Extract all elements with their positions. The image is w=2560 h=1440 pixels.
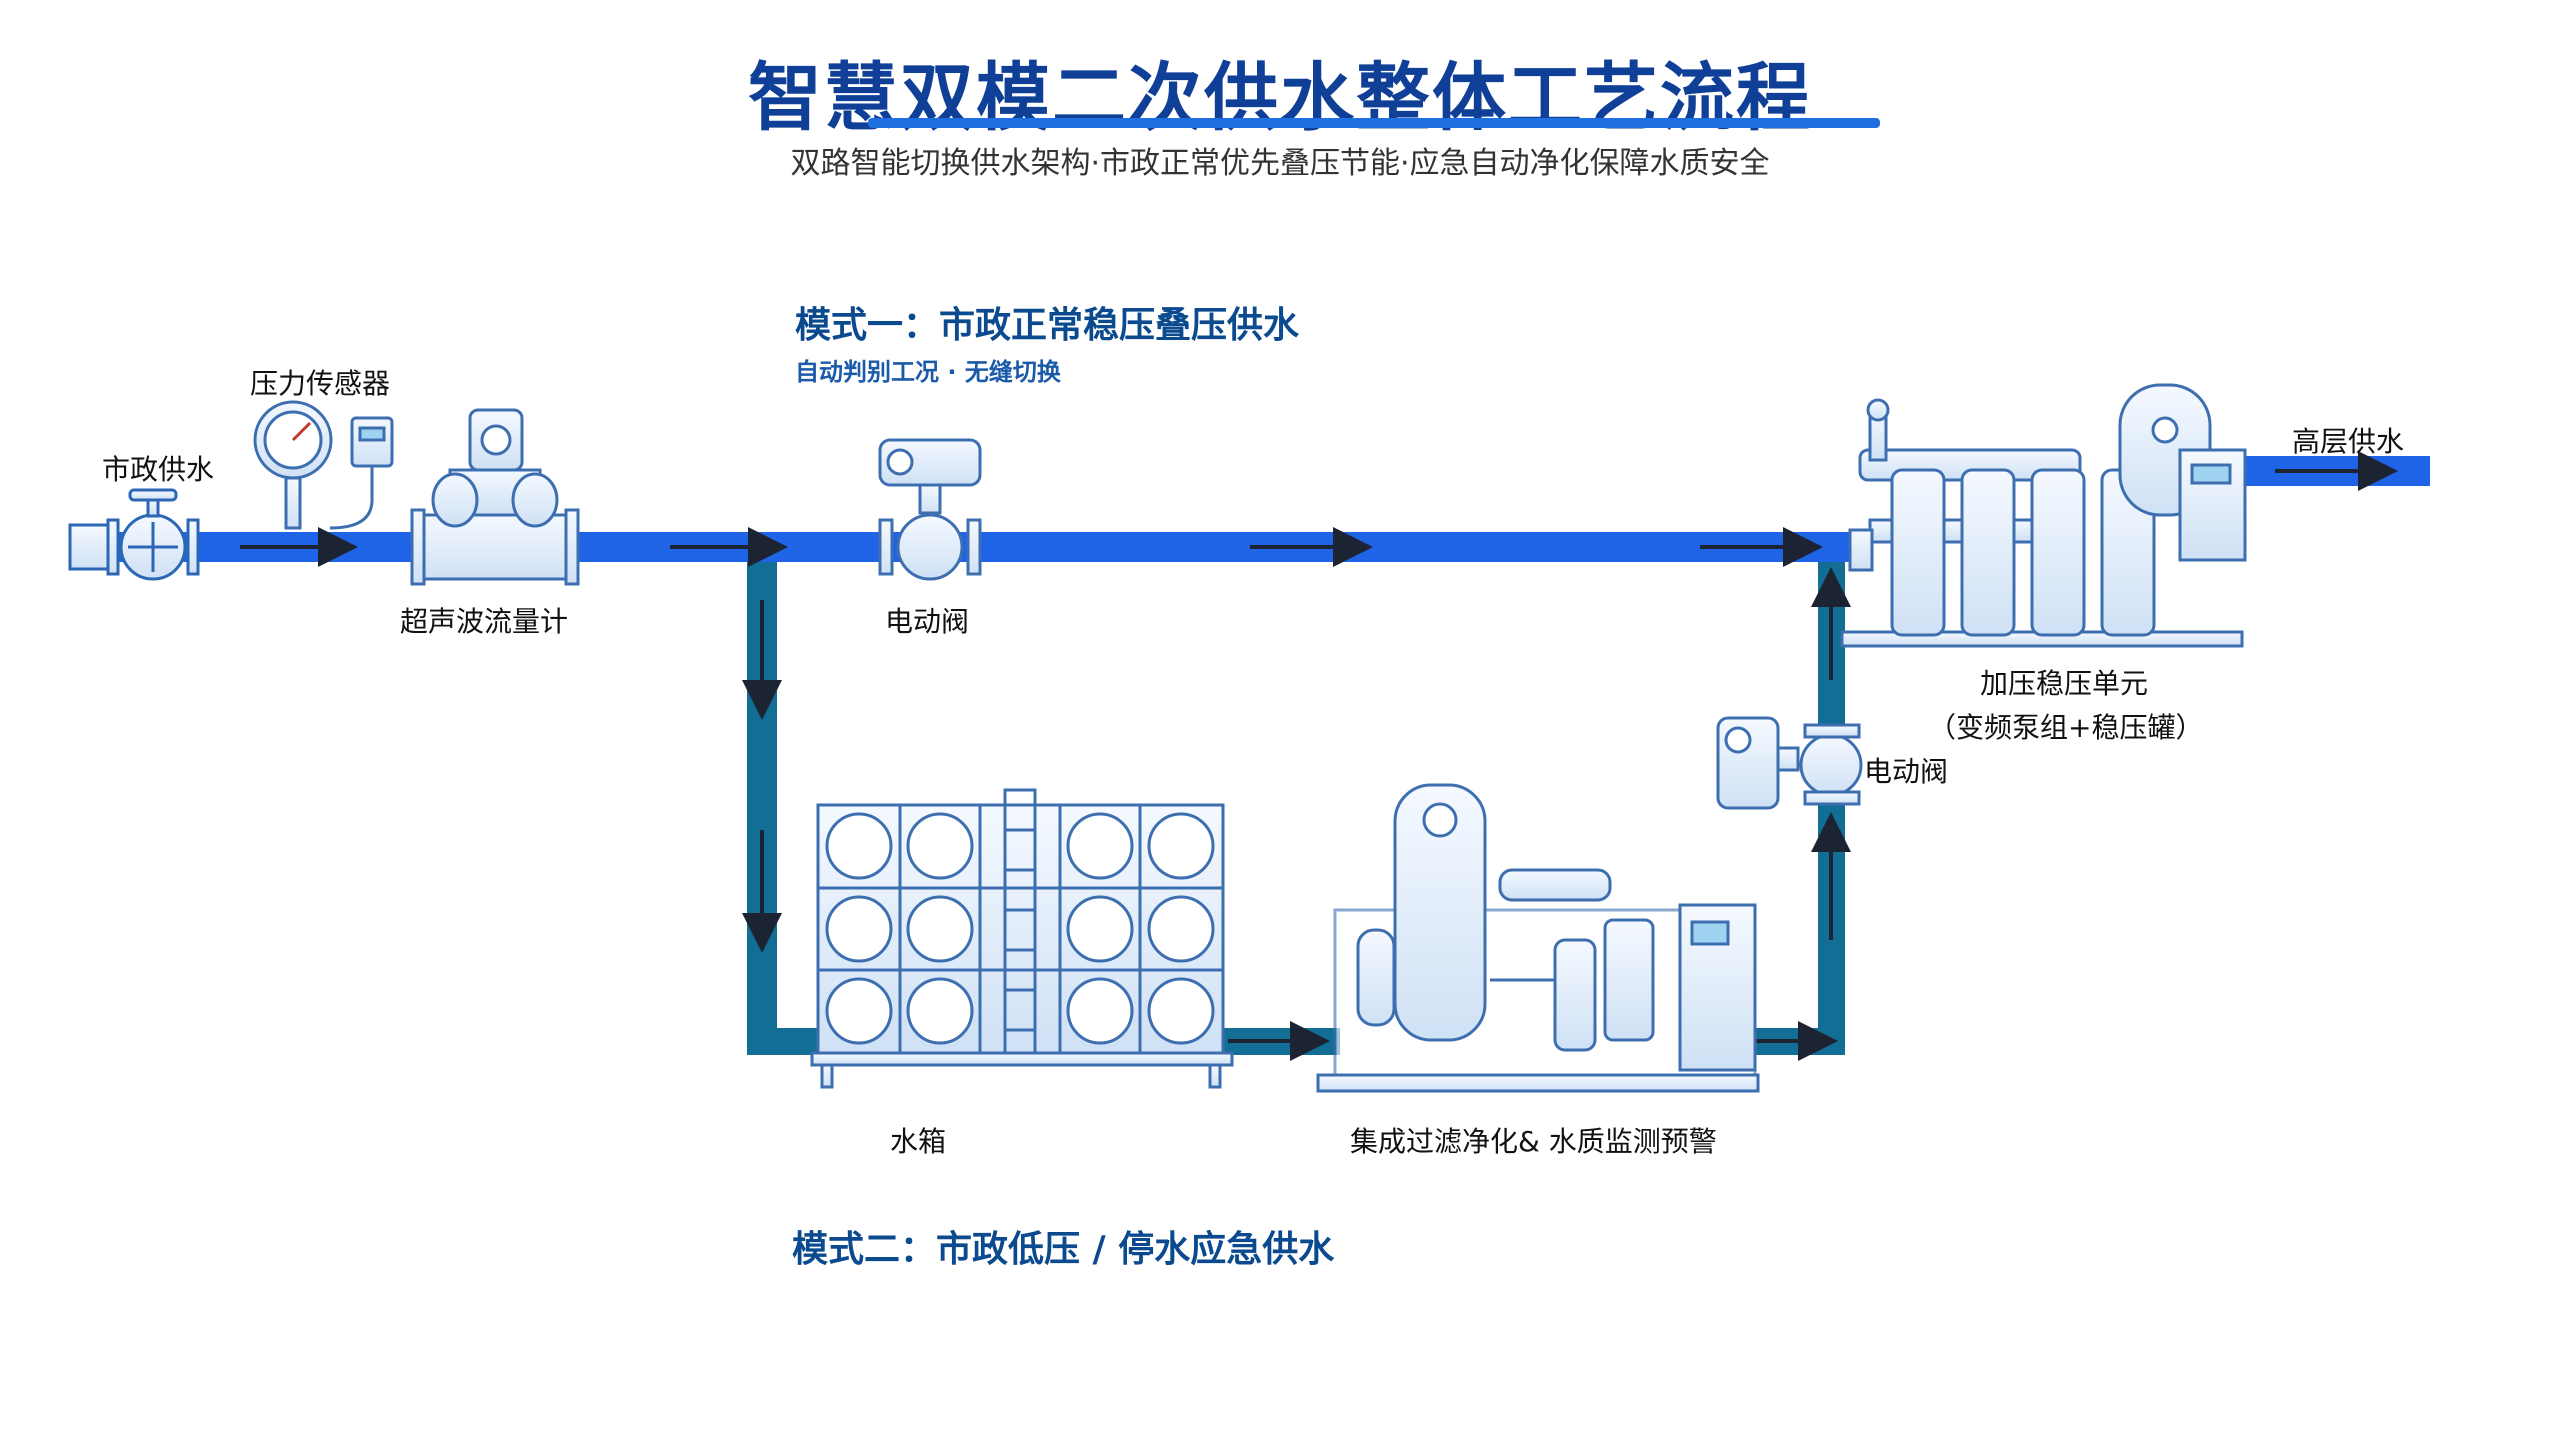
electric-valve-top — [878, 438, 982, 581]
label-filter-skid: 集成过滤净化& 水质监测预警 — [1350, 1125, 1717, 1158]
mode1-title: 模式一：市政正常稳压叠压供水 — [795, 305, 1300, 346]
page-subtitle: 双路智能切换供水架构·市政正常优先叠压节能·应急自动净化保障水质安全 — [790, 146, 1770, 181]
mode2-title: 模式二：市政低压 / 停水应急供水 — [792, 1229, 1335, 1270]
water-tank — [810, 788, 1234, 1089]
label-valve-right: 电动阀 — [1864, 755, 1949, 788]
pressure-sensor — [253, 400, 394, 530]
flow-arrows — [240, 451, 2398, 1061]
municipal-gate-valve — [68, 488, 200, 581]
label-municipal-supply: 市政供水 — [102, 453, 215, 486]
label-pressure-sensor: 压力传感器 — [250, 367, 391, 400]
booster-unit — [1840, 383, 2247, 648]
label-flowmeter: 超声波流量计 — [400, 605, 569, 638]
label-valve-top: 电动阀 — [885, 605, 970, 638]
title-underline — [868, 118, 1880, 128]
mode1-hint: 自动判别工况 · 无缝切换 — [795, 358, 1061, 386]
filter-monitoring-skid — [1316, 783, 1760, 1093]
label-high-rise: 高层供水 — [2292, 425, 2405, 458]
label-booster-unit: 加压稳压单元 — [1980, 667, 2149, 700]
electric-valve-right — [1716, 716, 1863, 810]
label-water-tank: 水箱 — [890, 1125, 947, 1158]
ultrasonic-flowmeter — [410, 408, 580, 586]
label-booster-subtitle: （变频泵组+稳压罐） — [1928, 711, 2204, 744]
